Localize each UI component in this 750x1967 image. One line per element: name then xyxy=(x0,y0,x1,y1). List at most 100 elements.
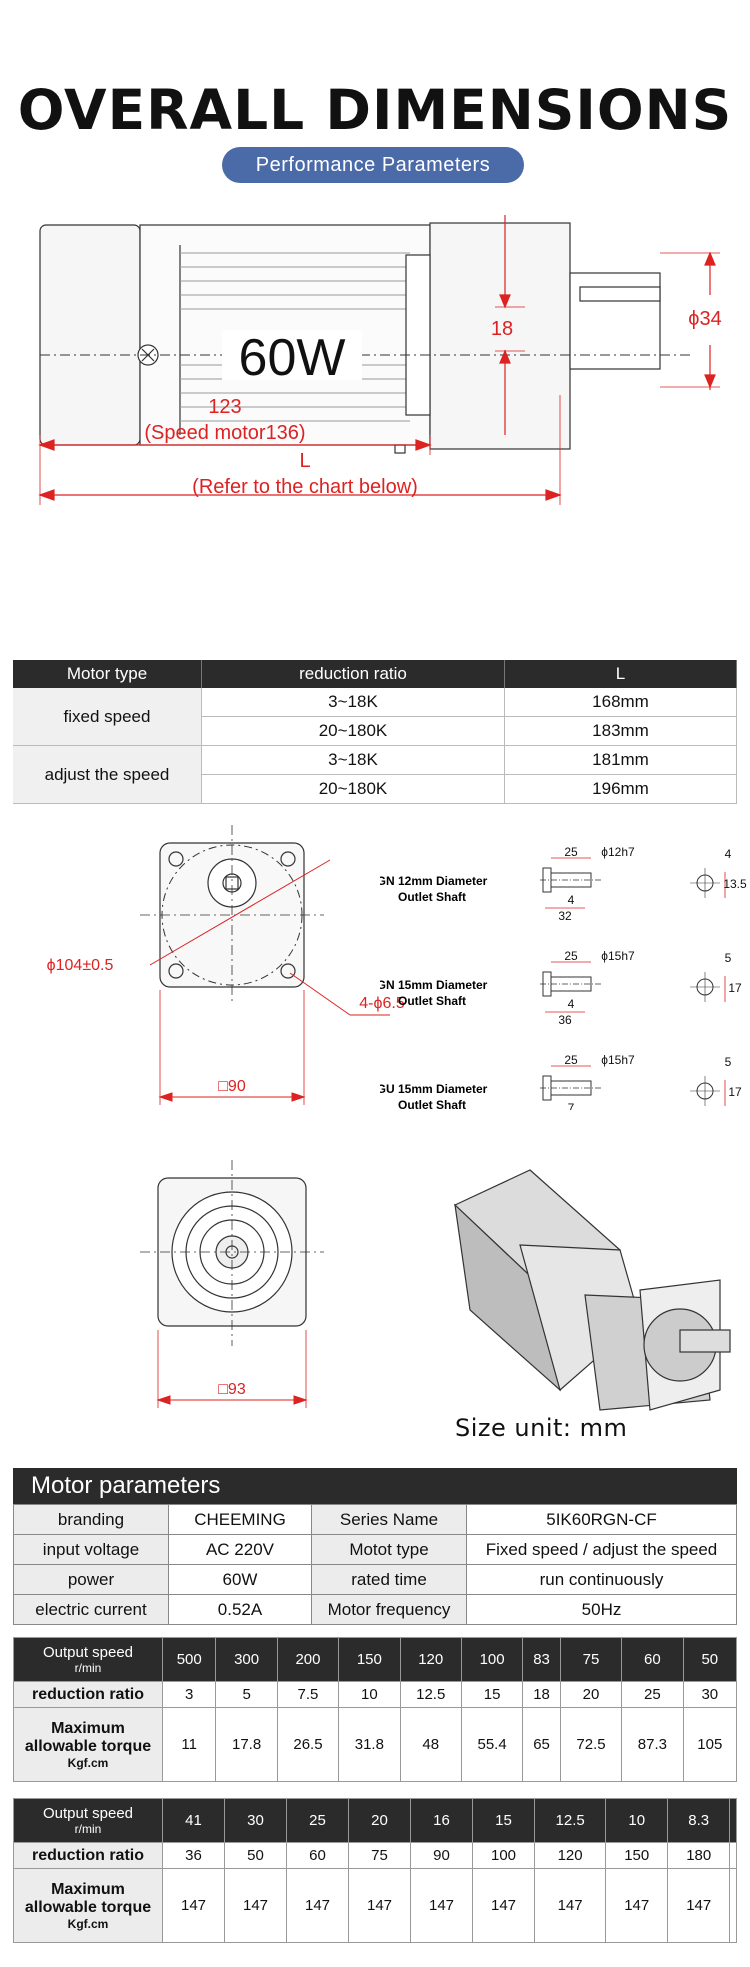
param-label: Motot type xyxy=(311,1534,467,1565)
refer-note: (Refer to the chart below) xyxy=(192,476,418,498)
motor-type-cell: fixed speed xyxy=(13,688,202,746)
power-label: 60W xyxy=(239,329,346,387)
speed-cell: 41 xyxy=(162,1798,225,1843)
ratio-cell: 50 xyxy=(224,1842,287,1869)
ratio-cell: 75 xyxy=(348,1842,411,1869)
dim-length: 36 xyxy=(558,1013,572,1027)
dim-tolerance: ϕ15h7 xyxy=(601,949,635,963)
speed-cell xyxy=(729,1798,737,1843)
length-cell: 183mm xyxy=(504,716,737,746)
torque-cell: 147 xyxy=(472,1868,535,1943)
torque-cell: 17.8 xyxy=(215,1707,278,1782)
torque-cell: 48 xyxy=(399,1707,462,1782)
torque-cell: 31.8 xyxy=(338,1707,401,1782)
param-label: power xyxy=(13,1564,169,1595)
dim-square-rear: □93 xyxy=(218,1381,246,1398)
col-motor-type: Motor type xyxy=(13,660,202,688)
param-label: Series Name xyxy=(311,1504,467,1535)
dim-4: 4 xyxy=(568,893,575,907)
torque-cell: 147 xyxy=(286,1868,349,1943)
speed-cell: 20 xyxy=(348,1798,411,1843)
ratio-cell: 10 xyxy=(338,1681,401,1708)
ratio-label: reduction ratio xyxy=(13,1681,163,1708)
torque-cell: 87.3 xyxy=(621,1707,684,1782)
ratio-label: reduction ratio xyxy=(13,1842,163,1869)
param-label: branding xyxy=(13,1504,169,1535)
speed-cell: 30 xyxy=(224,1798,287,1843)
torque-cell: 72.5 xyxy=(559,1707,623,1782)
shaft-name-line1: GU 15mm Diameter xyxy=(380,1082,488,1096)
shaft-name-line2: Outlet Shaft xyxy=(398,890,466,904)
shaft-name-line2: Outlet Shaft xyxy=(398,1098,466,1110)
dim-phi34: ϕ34 xyxy=(688,308,721,330)
ratio-cell: 100 xyxy=(472,1842,535,1869)
col-reduction-ratio: reduction ratio xyxy=(201,660,505,688)
speed-cell: 100 xyxy=(460,1637,524,1682)
torque-cell: 65 xyxy=(522,1707,561,1782)
dim-holes: 4-ϕ6.5 xyxy=(359,995,405,1012)
speed-cell: 150 xyxy=(338,1637,401,1682)
param-label: rated time xyxy=(311,1564,467,1595)
torque-cell: 147 xyxy=(162,1868,225,1943)
ratio-cell: 180 xyxy=(667,1842,731,1869)
param-value: 50Hz xyxy=(466,1594,737,1625)
ratio-cell: 20~180K xyxy=(201,716,505,746)
dim-18: 18 xyxy=(491,318,513,340)
length-cell: 196mm xyxy=(504,774,737,804)
speed-cell: 120 xyxy=(399,1637,462,1682)
speed-cell: 60 xyxy=(621,1637,684,1682)
param-value: CHEEMING xyxy=(168,1504,312,1535)
speed-cell: 16 xyxy=(410,1798,473,1843)
dim-123: 123 xyxy=(208,396,241,418)
ratio-cell: 3~18K xyxy=(201,688,505,717)
param-label: Motor frequency xyxy=(311,1594,467,1625)
speed-motor-note: (Speed motor136) xyxy=(144,422,305,444)
dim-diameter: ϕ104±0.5 xyxy=(47,957,114,974)
length-cell: 168mm xyxy=(504,688,737,717)
torque-cell: 26.5 xyxy=(276,1707,340,1782)
torque-cell: 55.4 xyxy=(460,1707,524,1782)
dim-25: 25 xyxy=(564,949,578,963)
ratio-cell: 60 xyxy=(286,1842,349,1869)
ratio-cell: 3 xyxy=(161,1681,217,1708)
torque-cell: 147 xyxy=(667,1868,731,1943)
ratio-cell xyxy=(729,1842,737,1869)
dim-tolerance: ϕ12h7 xyxy=(601,845,635,859)
speed-cell: 8.3 xyxy=(667,1798,731,1843)
motor-type-cell: adjust the speed xyxy=(13,745,202,804)
param-value: AC 220V xyxy=(168,1534,312,1565)
speed-cell: 75 xyxy=(559,1637,623,1682)
ratio-cell: 120 xyxy=(533,1842,607,1869)
dim-key: 5 xyxy=(725,1055,732,1069)
side-view-drawing: 60W 18 ϕ34 123 (Speed motor136) L (Refer… xyxy=(38,215,722,505)
torque-cell: 147 xyxy=(533,1868,607,1943)
subtitle-badge: Performance Parameters xyxy=(222,147,524,183)
ratio-cell: 7.5 xyxy=(276,1681,340,1708)
speed-cell: 200 xyxy=(276,1637,340,1682)
param-label: input voltage xyxy=(13,1534,169,1565)
speed-cell: 50 xyxy=(682,1637,738,1682)
ratio-cell: 36 xyxy=(162,1842,225,1869)
torque-cell: 11 xyxy=(161,1707,217,1782)
dim-length: 32 xyxy=(558,909,572,923)
torque-cell: 147 xyxy=(605,1868,669,1943)
param-value: run continuously xyxy=(466,1564,737,1595)
ratio-cell: 20 xyxy=(559,1681,623,1708)
size-unit-note: Size unit: mm xyxy=(455,1414,628,1442)
length-table: Motor type reduction ratio L fixed speed… xyxy=(13,660,737,804)
speed-cell: 300 xyxy=(215,1637,278,1682)
dim-4: 7 xyxy=(568,1101,575,1110)
dim-square: □90 xyxy=(218,1078,246,1095)
ratio-cell: 12.5 xyxy=(399,1681,462,1708)
torque-cell: 147 xyxy=(224,1868,287,1943)
length-cell: 181mm xyxy=(504,745,737,775)
ratio-cell: 25 xyxy=(621,1681,684,1708)
rear-and-3d-view: □93 xyxy=(140,1160,731,1411)
ratio-cell: 18 xyxy=(522,1681,561,1708)
